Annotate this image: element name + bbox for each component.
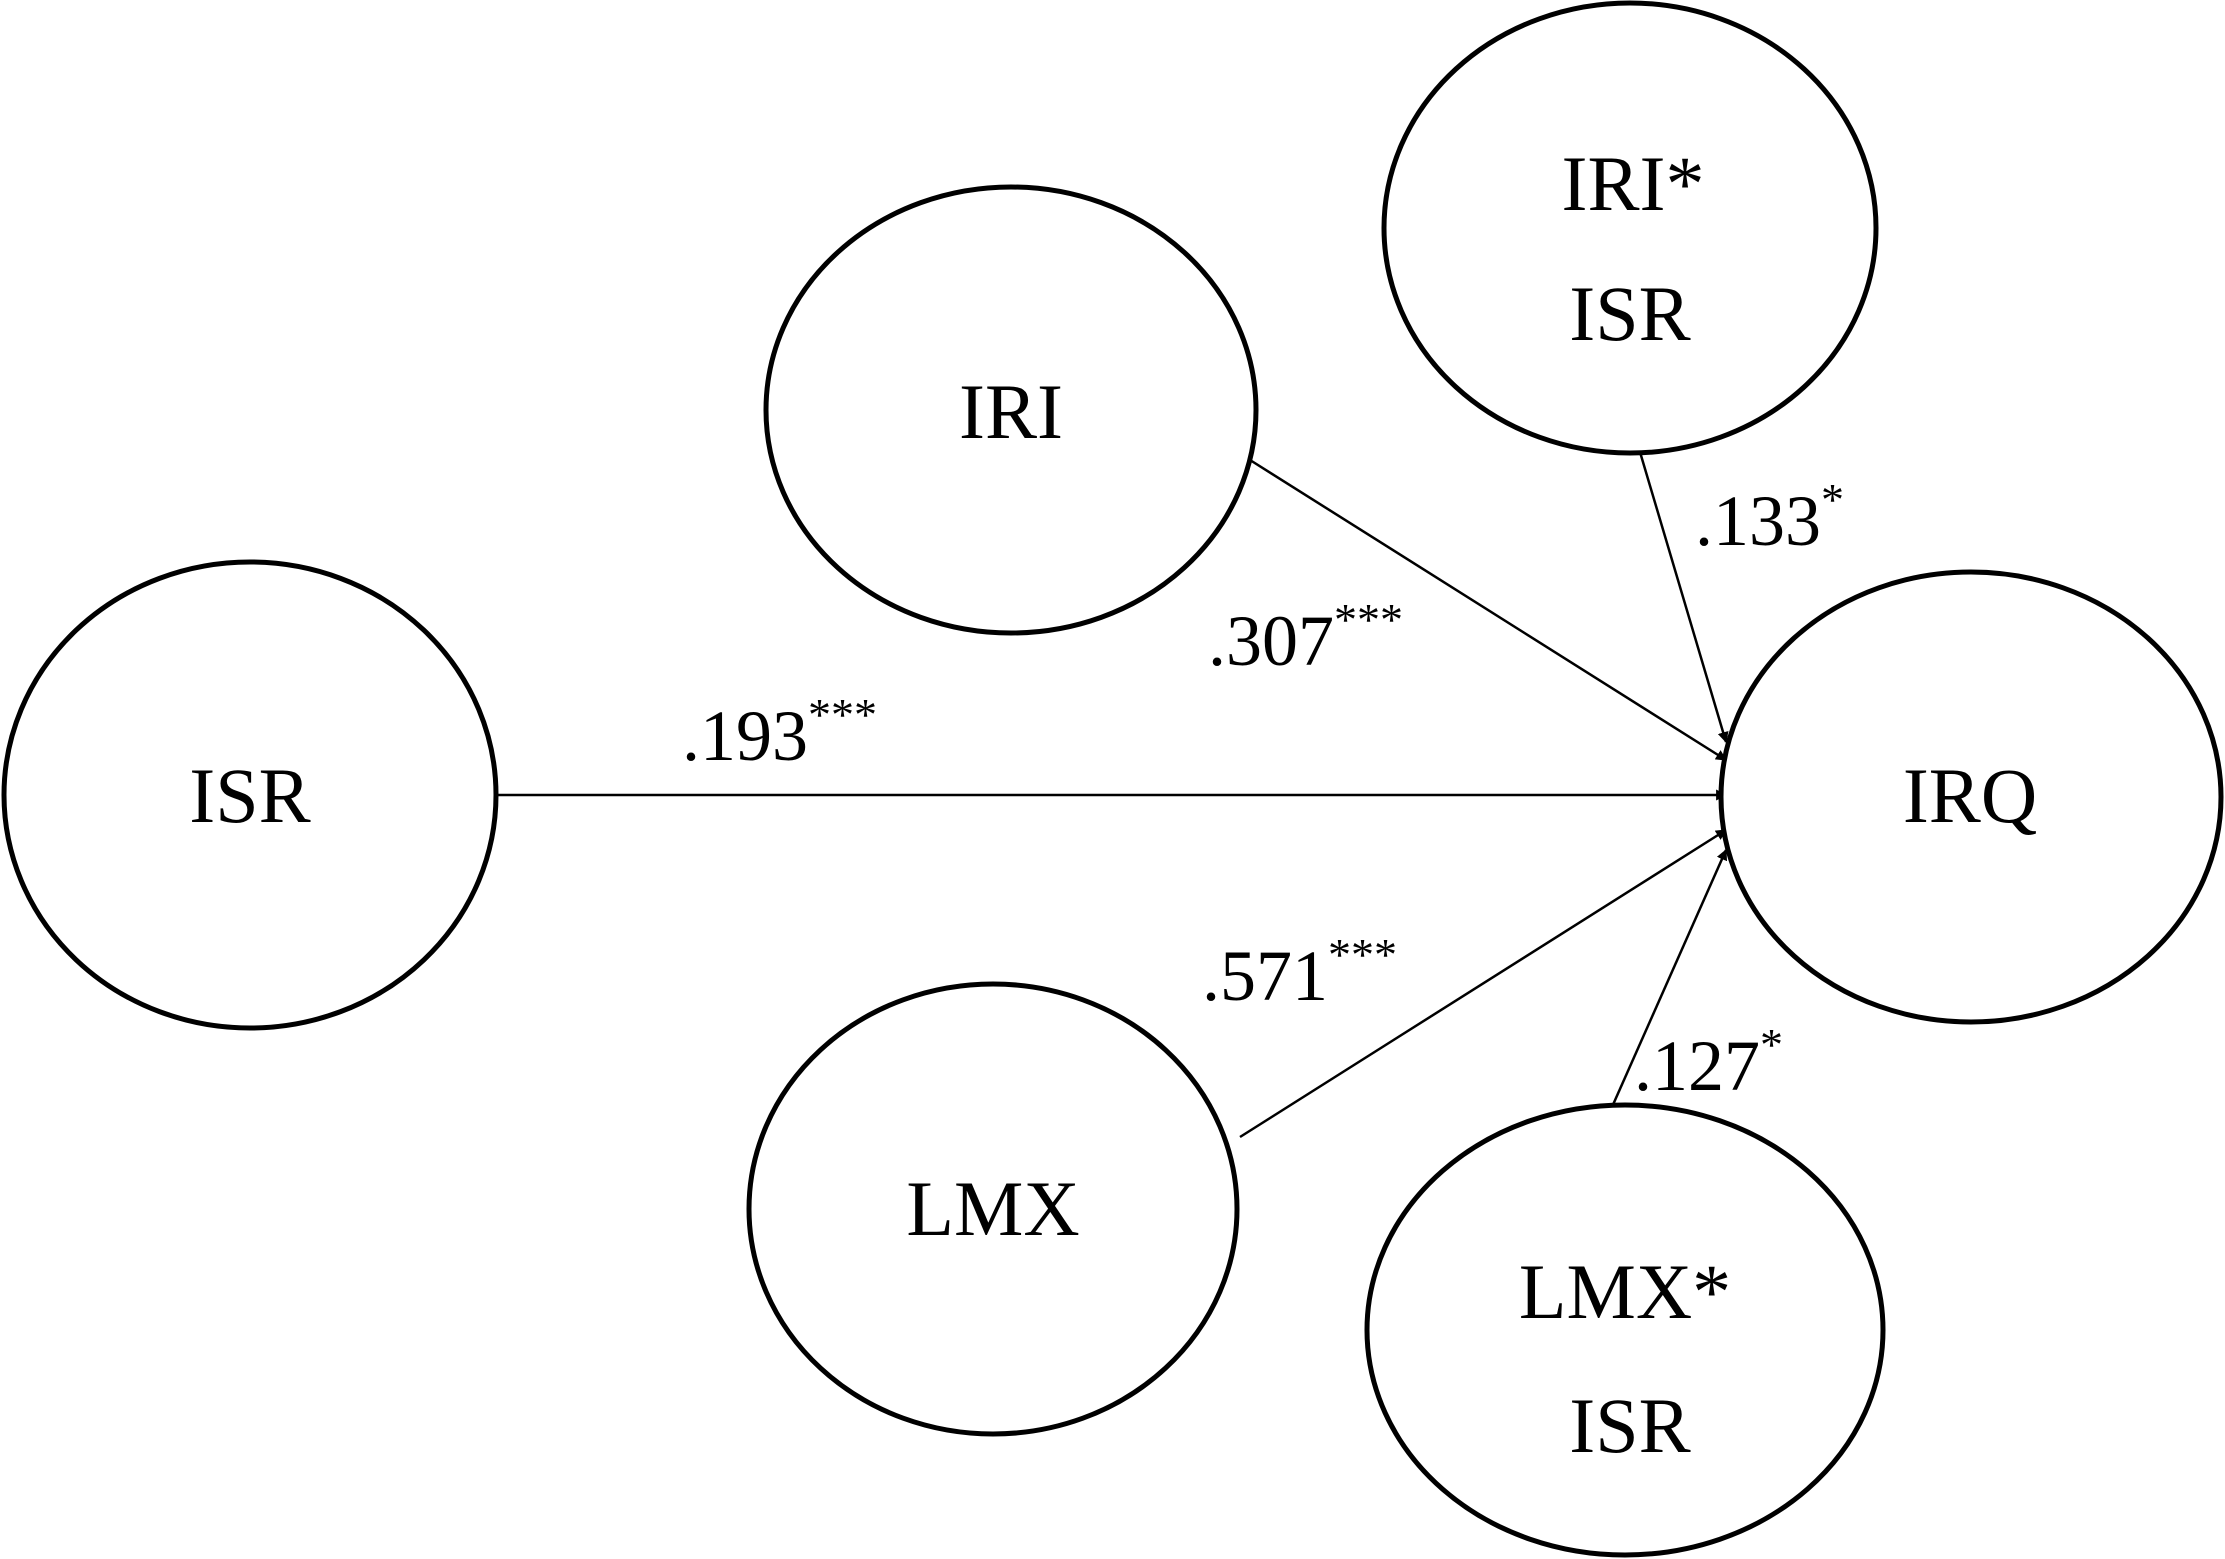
edge-lmx-irq [1239,828,1727,1139]
coef-lmx-irq: .571*** [1202,929,1397,1016]
coef-iri-x-isr-irq-value: .133 [1695,481,1821,561]
node-isr-label: ISR [189,752,310,839]
node-iri-x-isr-label-line2: ISR [1569,270,1690,357]
coef-lmx-irq-value: .571 [1202,936,1328,1016]
coef-isr-irq-value: .193 [682,696,808,776]
node-iri-x-isr-label-line1: IRI* [1562,140,1705,227]
edge-iri-irq [1249,458,1727,762]
edge-iri-x-isr-irq [1638,451,1729,744]
node-lmx-x-isr-label-line2: ISR [1569,1382,1690,1469]
node-lmx-x-isr: LMX* ISR [1364,1102,1886,1558]
coef-iri-x-isr-irq-sig: * [1821,474,1844,525]
node-lmx-label: LMX [906,1165,1079,1252]
coef-iri-irq-sig: *** [1334,594,1403,645]
node-irq: IRQ [1718,569,2224,1025]
coef-lmx-irq-sig: *** [1328,929,1397,980]
node-isr: ISR [1,559,499,1031]
node-lmx-x-isr-label-line1: LMX* [1519,1248,1731,1335]
coef-isr-irq-sig: *** [808,689,877,740]
coef-iri-x-isr-irq: .133* [1695,474,1844,561]
edge-lmx-x-isr-irq [1610,848,1728,1108]
node-iri-x-isr: IRI* ISR [1381,0,1879,456]
coef-lmx-x-isr-irq: .127* [1634,1019,1783,1106]
node-iri-label: IRI [959,368,1063,455]
coef-lmx-x-isr-irq-sig: * [1760,1019,1783,1070]
coef-isr-irq: .193*** [682,689,877,776]
node-irq-label: IRQ [1903,752,2037,839]
node-iri: IRI [763,184,1259,636]
coef-iri-irq: .307*** [1208,594,1403,681]
coef-lmx-x-isr-irq-value: .127 [1634,1026,1760,1106]
coef-iri-irq-value: .307 [1208,601,1334,681]
node-lmx: LMX [746,981,1240,1437]
